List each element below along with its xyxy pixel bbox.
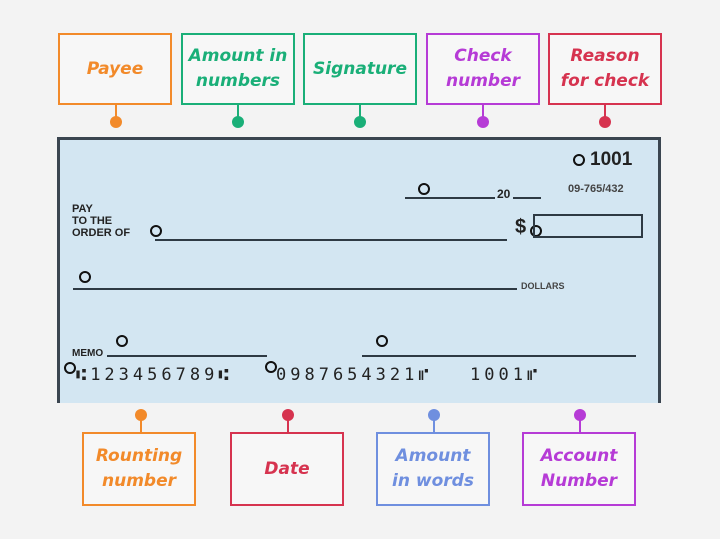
check: [57, 137, 661, 403]
marker-account: [265, 361, 277, 373]
pin-line: [140, 416, 142, 433]
marker-signature: [376, 335, 388, 347]
label-bottom-1: Date: [230, 432, 344, 506]
marker-amount-words: [79, 271, 91, 283]
year-prefix: 20: [497, 187, 511, 201]
pin-line: [604, 104, 606, 120]
marker-date: [418, 183, 430, 195]
marker-check-number: [573, 154, 585, 166]
signature-line: [362, 355, 636, 357]
marker-routing: [64, 362, 76, 374]
label-bottom-0: Rounting number: [82, 432, 196, 506]
pin-dot: [110, 116, 122, 128]
pin-dot: [428, 409, 440, 421]
payee-line: [155, 239, 507, 241]
pin-dot: [574, 409, 586, 421]
label-top-3: Check number: [426, 33, 540, 105]
check-number: 1001: [590, 149, 633, 170]
label-top-4: Reason for check: [548, 33, 662, 105]
pin-dot: [477, 116, 489, 128]
pin-dot: [599, 116, 611, 128]
pin-line: [482, 104, 484, 120]
dollars-label: DOLLARS: [521, 281, 565, 291]
dollar-sign: $: [515, 216, 527, 238]
memo-line: [107, 355, 267, 357]
pin-line: [287, 416, 289, 433]
pin-line: [237, 104, 239, 120]
label-top-0: Payee: [58, 33, 172, 105]
pin-line: [579, 416, 581, 433]
amount-words-line: [73, 288, 517, 290]
memo-label: MEMO: [72, 348, 104, 359]
pin-dot: [232, 116, 244, 128]
marker-payee: [150, 225, 162, 237]
pin-dot: [282, 409, 294, 421]
amount-box: [533, 214, 643, 238]
check-micr: 1001⑈: [470, 365, 542, 385]
date-line: [405, 197, 495, 199]
fraction-code: 09-765/432: [568, 183, 624, 195]
account-micr: 0987654321⑈: [276, 365, 433, 385]
pin-dot: [135, 409, 147, 421]
label-bottom-3: Account Number: [522, 432, 636, 506]
pin-dot: [354, 116, 366, 128]
pin-line: [115, 104, 117, 120]
year-line: [513, 197, 541, 199]
label-bottom-2: Amount in words: [376, 432, 490, 506]
label-top-2: Signature: [303, 33, 417, 105]
pin-line: [359, 104, 361, 120]
pay-label: PAY TO THE ORDER OF: [72, 203, 131, 239]
pin-line: [433, 416, 435, 433]
label-top-1: Amount in numbers: [181, 33, 295, 105]
routing-micr: ⑆123456789⑆: [76, 365, 233, 385]
marker-memo: [116, 335, 128, 347]
